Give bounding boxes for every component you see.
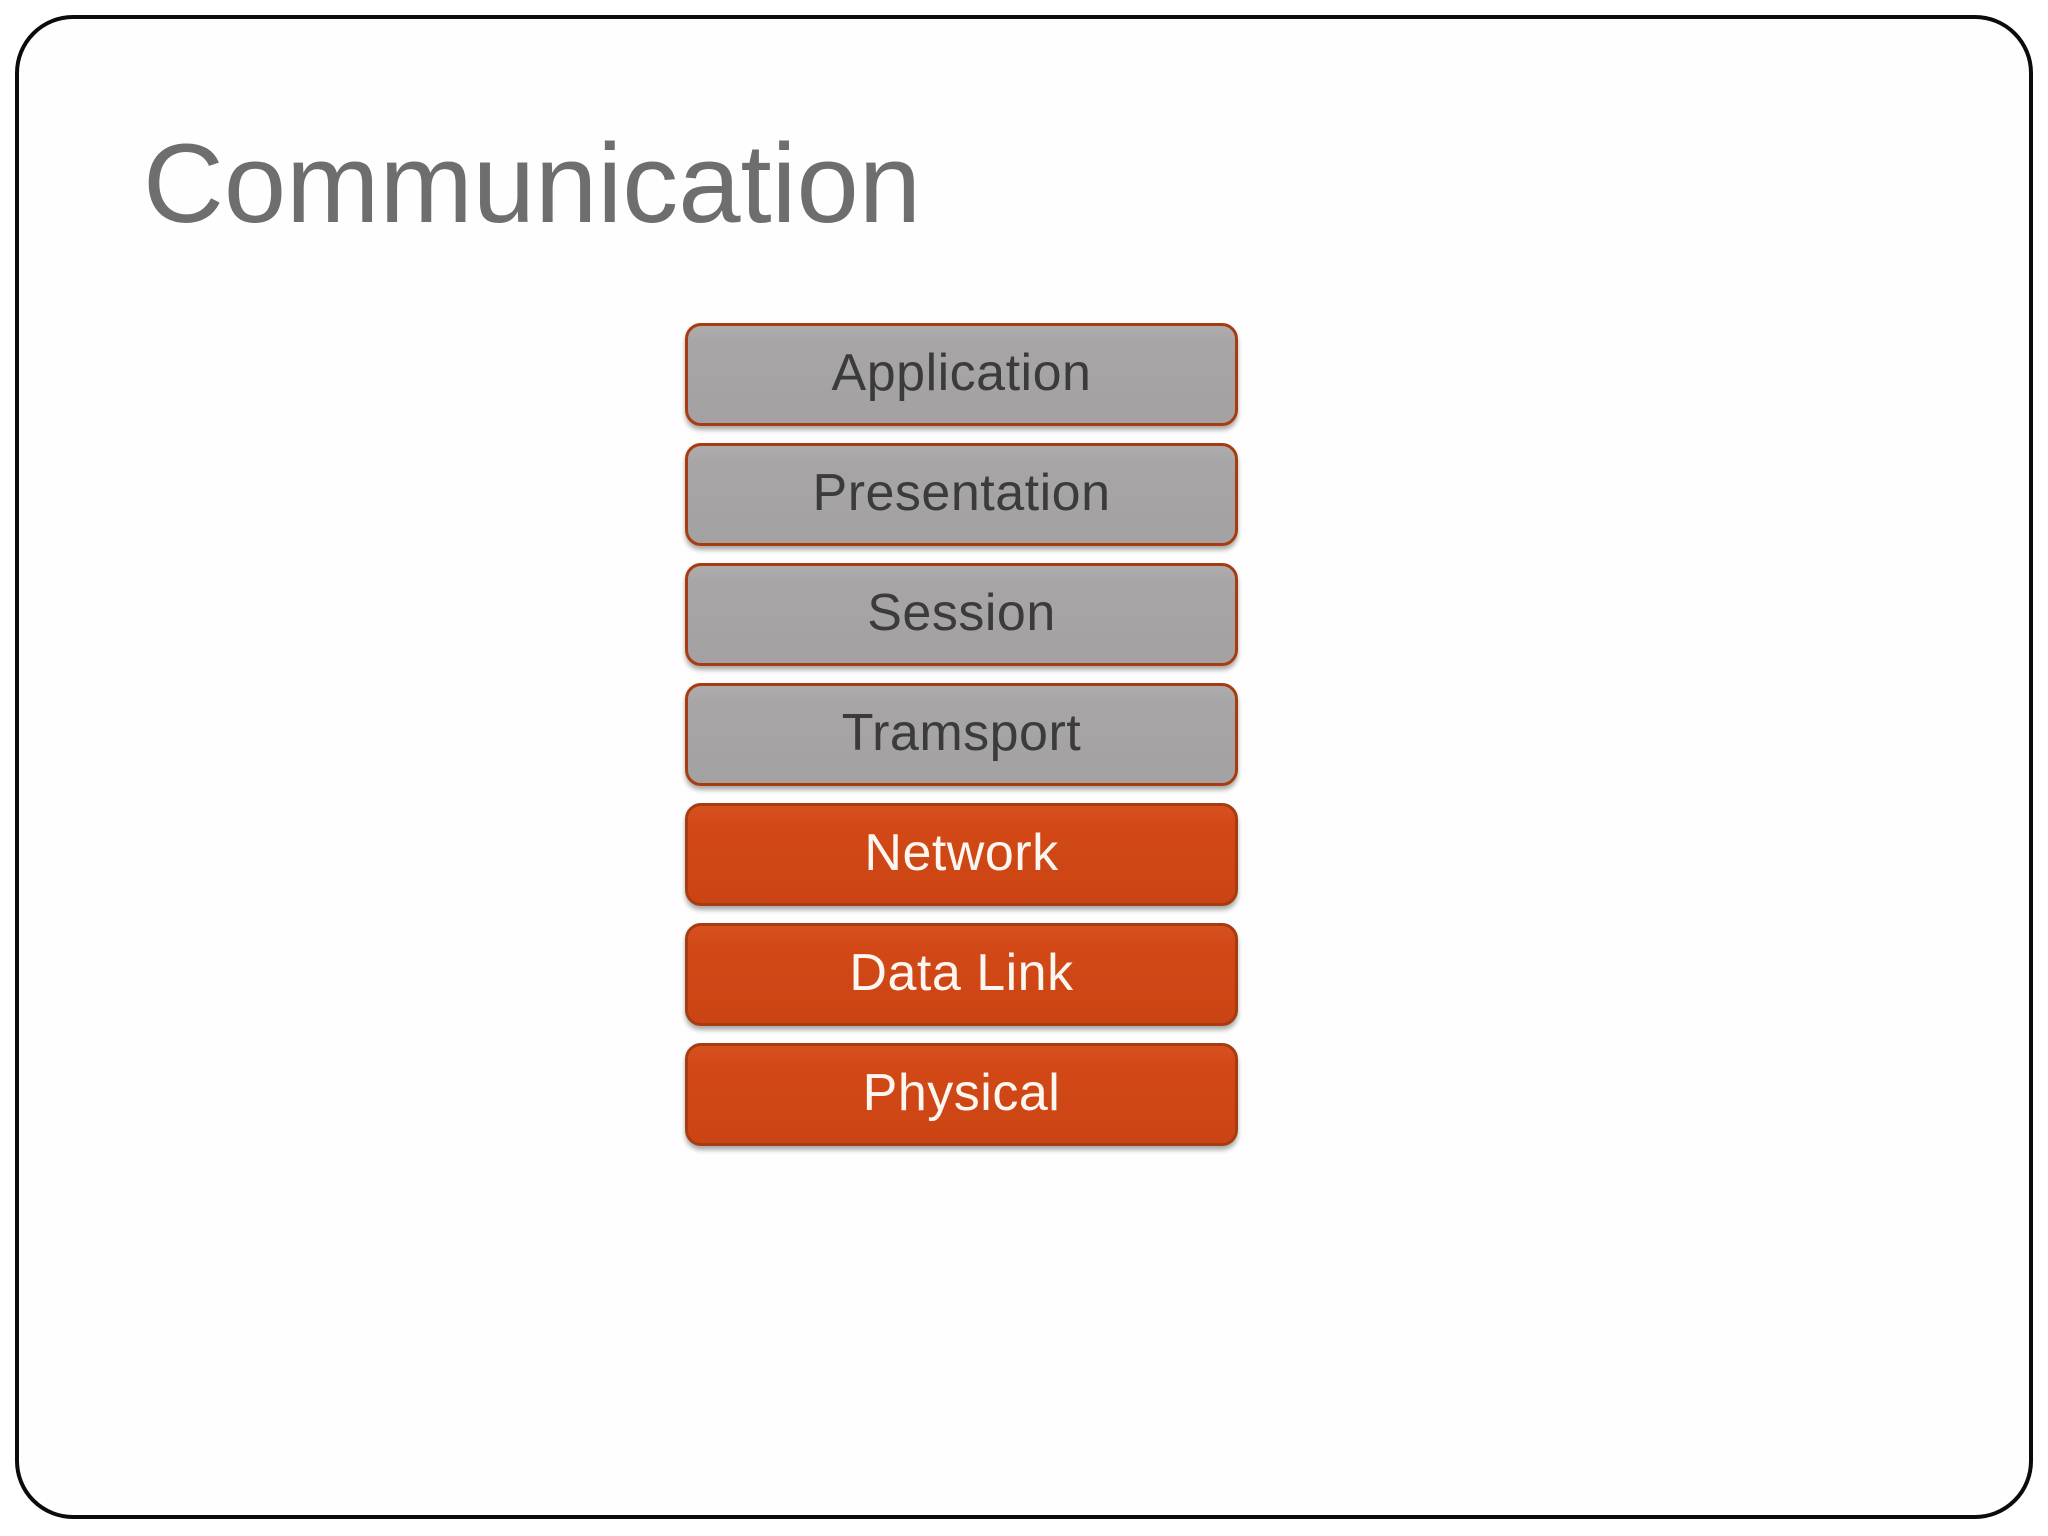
osi-layer-box: Tramsport — [685, 683, 1238, 786]
osi-layer-label: Network — [864, 823, 1059, 882]
osi-layer-box: Presentation — [685, 443, 1238, 546]
osi-layer-label: Tramsport — [841, 703, 1082, 762]
osi-layer-box: Session — [685, 563, 1238, 666]
osi-layer-box: Data Link — [685, 923, 1238, 1026]
osi-layer-box: Physical — [685, 1043, 1238, 1146]
osi-layer-label: Data Link — [849, 943, 1074, 1002]
osi-layer-label: Presentation — [812, 463, 1111, 522]
osi-layer-box: Network — [685, 803, 1238, 906]
slide-frame: Communication Application Presentation S… — [15, 15, 2033, 1519]
osi-layer-box: Application — [685, 323, 1238, 426]
osi-layer-stack: Application Presentation Session Tramspo… — [685, 323, 1238, 1146]
slide-title: Communication — [143, 121, 922, 246]
osi-layer-label: Application — [831, 343, 1092, 402]
osi-layer-label: Session — [867, 583, 1056, 642]
osi-layer-label: Physical — [862, 1063, 1061, 1122]
